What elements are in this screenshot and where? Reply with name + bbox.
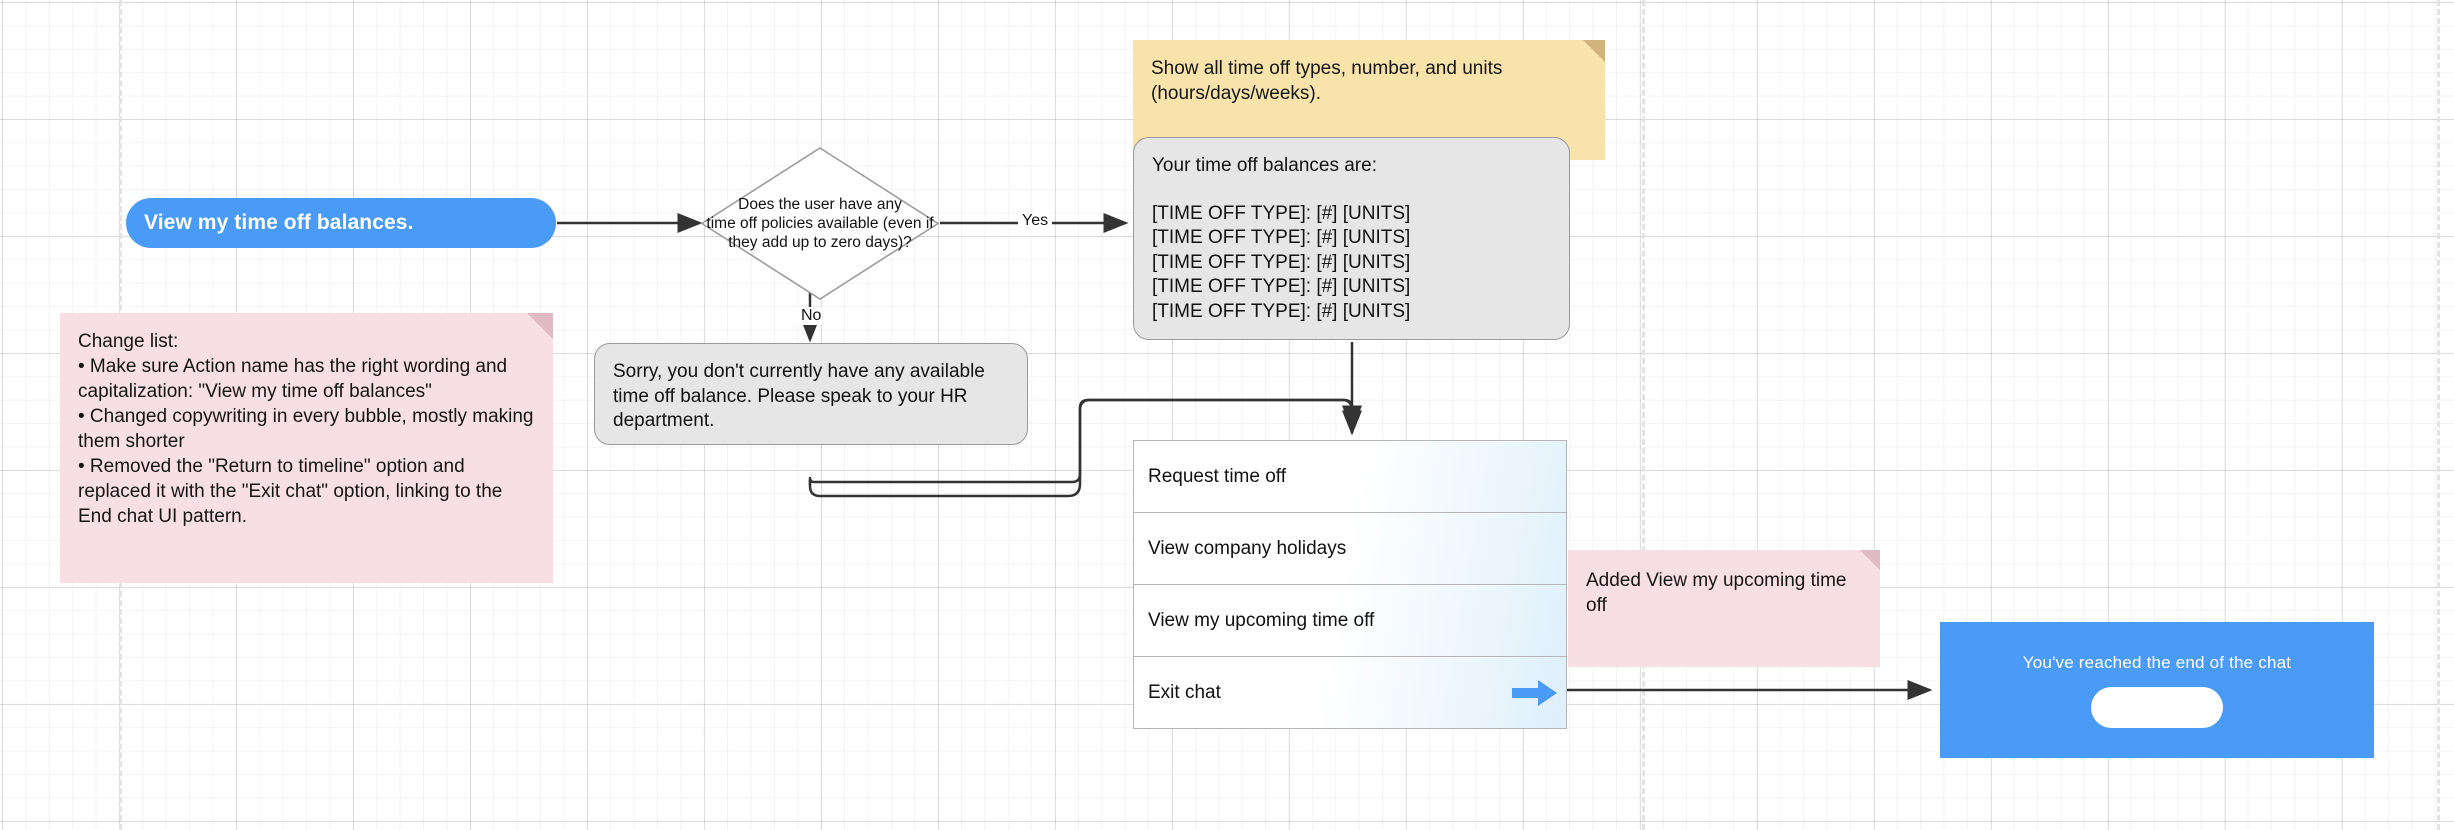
note-change-list[interactable]: Change list: • Make sure Action name has… xyxy=(60,313,553,583)
balances-line-3: [TIME OFF TYPE]: [#] [UNITS] xyxy=(1152,251,1411,273)
menu-option-view-company-holidays[interactable]: View company holidays xyxy=(1134,513,1566,585)
page-break-guide-2 xyxy=(1642,0,1645,830)
edge-label-yes: Yes xyxy=(1018,212,1053,230)
user-message-text: View my time off balances. xyxy=(144,211,414,234)
balances-line-2: [TIME OFF TYPE]: [#] [UNITS] xyxy=(1152,227,1411,248)
note-fold-corner-icon xyxy=(1583,40,1605,62)
menu-option-view-upcoming-time-off[interactable]: View my upcoming time off xyxy=(1134,585,1566,657)
user-message-bubble[interactable]: View my time off balances. xyxy=(126,198,556,248)
end-of-chat-title: You've reached the end of the chat xyxy=(2022,652,2292,672)
balances-line-4: [TIME OFF TYPE]: [#] [UNITS] xyxy=(1152,276,1411,297)
decision-label: Does the user have any time off policies… xyxy=(706,196,934,251)
menu-option-label: Exit chat xyxy=(1148,682,1221,703)
page-break-guide-3 xyxy=(2437,0,2440,830)
note-show-all-types-text: Show all time off types, number, and uni… xyxy=(1151,58,1508,104)
bot-bubble-balances[interactable]: Your time off balances are: [TIME OFF TY… xyxy=(1133,137,1570,340)
note-fold-corner-icon xyxy=(527,313,553,339)
menu-option-request-time-off[interactable]: Request time off xyxy=(1134,441,1566,513)
edge-label-no: No xyxy=(797,307,826,325)
no-balance-text: Sorry, you don't currently have any avai… xyxy=(613,361,991,431)
diamond-shape-icon xyxy=(700,147,940,300)
note-change-list-text: Change list: • Make sure Action name has… xyxy=(78,331,534,527)
balances-heading: Your time off balances are: xyxy=(1152,155,1377,176)
balances-line-5: [TIME OFF TYPE]: [#] [UNITS] xyxy=(1152,300,1411,322)
decision-diamond[interactable]: Does the user have any time off policies… xyxy=(700,146,940,301)
note-added-upcoming[interactable]: Added View my upcoming time off xyxy=(1568,550,1880,667)
arrow-right-icon xyxy=(1512,680,1557,706)
menu-option-label: View my upcoming time off xyxy=(1148,609,1375,631)
option-menu[interactable]: Request time off View company holidays V… xyxy=(1133,440,1567,729)
end-of-chat-panel[interactable]: You've reached the end of the chat xyxy=(1940,622,2374,758)
note-fold-corner-icon xyxy=(1860,550,1880,570)
end-of-chat-button[interactable] xyxy=(2091,686,2223,728)
menu-option-exit-chat[interactable]: Exit chat xyxy=(1134,657,1566,729)
menu-option-label: View company holidays xyxy=(1148,537,1347,559)
menu-option-label: Request time off xyxy=(1148,465,1287,487)
note-added-upcoming-text: Added View my upcoming time off xyxy=(1586,570,1852,616)
balances-line-1: [TIME OFF TYPE]: [#] [UNITS] xyxy=(1152,202,1411,224)
bot-bubble-no-balance[interactable]: Sorry, you don't currently have any avai… xyxy=(594,343,1028,445)
